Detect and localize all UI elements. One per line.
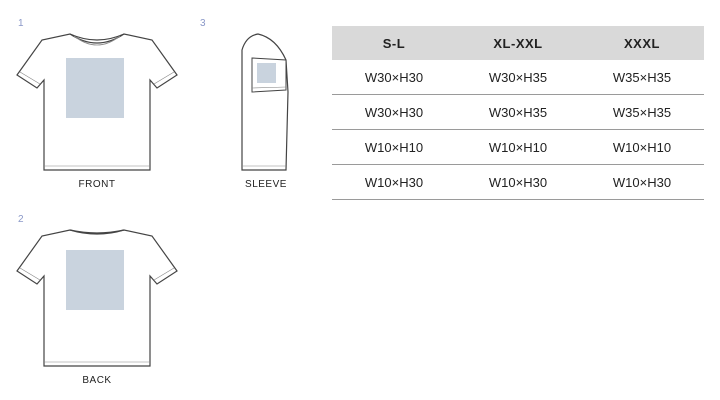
tshirt-front-illustration	[12, 30, 182, 175]
table-cell: W10×H10	[456, 129, 580, 165]
table-cell: W30×H30	[332, 60, 456, 95]
table-cell: W30×H35	[456, 94, 580, 130]
print-size-table: S-L XL-XXL XXXL W30×H30 W30×H35 W35×H35 …	[332, 26, 704, 200]
table-row: W30×H30 W30×H35 W35×H35	[332, 60, 704, 95]
table-row: W10×H30 W10×H30 W10×H30	[332, 164, 704, 200]
table-cell: W30×H30	[332, 94, 456, 130]
panel-number-front: 1	[18, 18, 24, 29]
table-cell: W30×H35	[456, 60, 580, 95]
print-area-sleeve	[257, 63, 276, 83]
table-cell: W35×H35	[580, 94, 704, 130]
caption-front: FRONT	[78, 179, 116, 190]
table-row: W30×H30 W30×H35 W35×H35	[332, 94, 704, 130]
table-cell: W10×H30	[580, 164, 704, 200]
print-area-front	[66, 58, 124, 118]
table-cell: W10×H10	[332, 129, 456, 165]
size-header-xl-xxl: XL-XXL	[456, 26, 580, 60]
table-row: W10×H10 W10×H10 W10×H10	[332, 129, 704, 165]
caption-back: BACK	[82, 375, 112, 386]
size-header-s-l: S-L	[332, 26, 456, 60]
table-cell: W10×H10	[580, 129, 704, 165]
print-area-back	[66, 250, 124, 310]
table-cell: W10×H30	[332, 164, 456, 200]
size-table-header-row: S-L XL-XXL XXXL	[332, 26, 704, 60]
tshirt-back-illustration	[12, 226, 182, 371]
panel-number-sleeve: 3	[200, 18, 206, 29]
tshirt-sleeve-illustration	[236, 30, 296, 175]
caption-sleeve: SLEEVE	[245, 179, 287, 190]
size-header-xxxl: XXXL	[580, 26, 704, 60]
table-cell: W35×H35	[580, 60, 704, 95]
panel-number-back: 2	[18, 214, 24, 225]
table-cell: W10×H30	[456, 164, 580, 200]
